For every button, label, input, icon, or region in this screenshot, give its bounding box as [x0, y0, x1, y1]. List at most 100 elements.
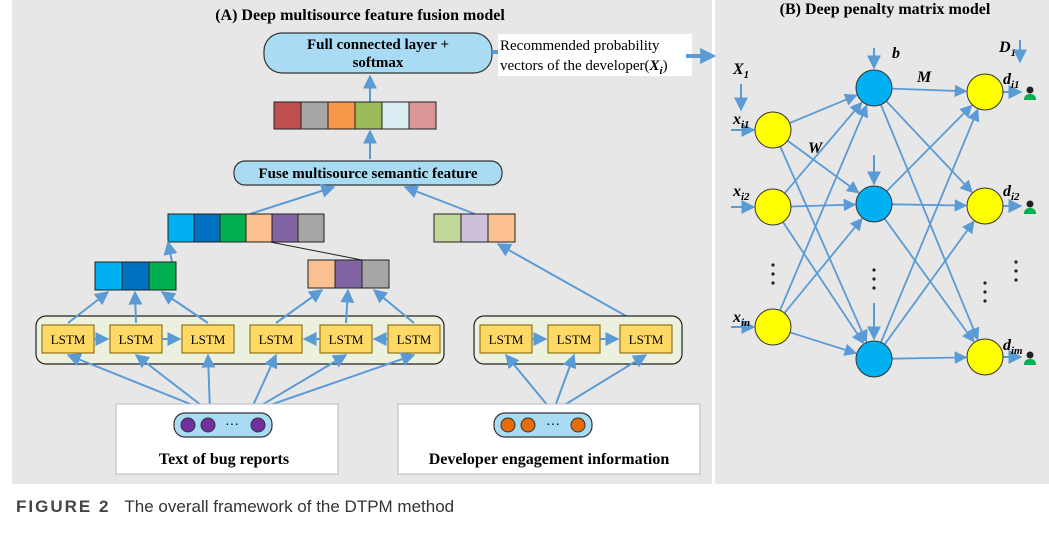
- w-edge: [786, 139, 860, 194]
- output-node: [966, 338, 1004, 376]
- text-backward-cell: [334, 259, 363, 289]
- input-to-lstm-arrow: [66, 353, 211, 413]
- vertical-ellipsis-dot: [771, 272, 775, 276]
- w-edge: [789, 93, 858, 124]
- text-concat-cell: [271, 213, 299, 243]
- lstm-label: LSTM: [397, 332, 432, 347]
- input-to-lstm-arrow: [201, 353, 216, 413]
- lstm-label: LSTM: [119, 332, 154, 347]
- input-label-i1-sub: i1: [741, 119, 750, 131]
- text-input-label: Text of bug reports: [159, 451, 289, 468]
- embedding-dot: [500, 417, 516, 433]
- w-edge: [789, 331, 858, 356]
- input-label-in-var: x: [732, 309, 741, 326]
- input-to-lstm-arrow: [505, 353, 554, 413]
- recommend-var: X: [649, 58, 661, 74]
- lstm-cell: [181, 324, 235, 354]
- w-edge: [783, 101, 863, 194]
- w-edge: [790, 198, 857, 212]
- panel-a-title: (A) Deep multisource feature fusion mode…: [215, 7, 505, 24]
- input-to-lstm-arrow: [552, 353, 577, 413]
- hidden-node: [855, 69, 893, 107]
- fc-layer-line-1: Full connected layer +: [307, 37, 449, 53]
- input-node: [754, 308, 792, 346]
- dev-vector-cell: [433, 213, 462, 243]
- m-edge: [886, 104, 973, 192]
- text-concat-cell: [297, 213, 325, 243]
- dev-feature-to-fuse-arrow: [403, 185, 476, 215]
- output-label-i1-sub: i1: [1011, 79, 1020, 91]
- lstm-label: LSTM: [329, 332, 364, 347]
- vertical-ellipsis-dot: [872, 286, 876, 290]
- output-label-i2: di2: [1003, 183, 1020, 203]
- recommend-line-2-text: vectors of the developer(: [500, 58, 650, 74]
- input-label-in-sub: in: [741, 317, 750, 329]
- recommend-line-1: Recommended probability: [500, 38, 660, 54]
- input-label-x1-var: X: [732, 61, 744, 78]
- text-backward-cell: [361, 259, 390, 289]
- lstm-to-hidden-arrow: [67, 291, 110, 324]
- framework-diagram: (A) Deep multisource feature fusion mode…: [12, 0, 1049, 484]
- recommend-line-2: vectors of the developer(Xi): [500, 58, 668, 77]
- dev-ellipsis: ···: [546, 418, 560, 433]
- developer-icon: [1024, 351, 1036, 365]
- input-label-x1-sub: 1: [744, 69, 750, 81]
- w-edge: [779, 146, 868, 343]
- vertical-ellipsis-dot: [983, 290, 987, 294]
- fused-vector-cell: [381, 101, 410, 130]
- input-to-lstm-arrow: [552, 354, 648, 413]
- fused-vector-cell: [408, 101, 437, 130]
- output-node: [966, 73, 1004, 111]
- output-label-i2-sub: i2: [1011, 191, 1020, 203]
- text-embedding-pill: [173, 412, 273, 438]
- m-edge: [885, 100, 973, 194]
- panel-b-title: (B) Deep penalty matrix model: [780, 1, 991, 18]
- m-edge: [883, 218, 975, 343]
- recommend-text-bg: [498, 34, 692, 76]
- m-edge: [880, 108, 980, 343]
- text-backward-vector: [307, 259, 390, 289]
- input-label-i1-var: x: [732, 111, 741, 128]
- caption-text: The overall framework of the DTPM method: [124, 497, 455, 516]
- fuse-semantic-layer: [233, 160, 503, 186]
- input-label-i2-var: x: [732, 183, 741, 200]
- bias-label: b: [892, 45, 900, 62]
- input-to-lstm-arrow: [249, 354, 348, 413]
- vertical-ellipsis-dot: [1014, 278, 1018, 282]
- output-label-im-var: d: [1003, 337, 1012, 354]
- merge-line-forward: [163, 240, 178, 263]
- panel-a-background: [12, 0, 712, 484]
- m-edge: [880, 104, 980, 341]
- text-concat-vector: [167, 213, 325, 243]
- lstm-label: LSTM: [557, 332, 592, 347]
- dev-embedding-pill: [493, 412, 593, 438]
- fused-vector-cell: [327, 101, 356, 130]
- hidden-node: [855, 340, 893, 378]
- input-node: [754, 111, 792, 149]
- input-label-x1: X1: [732, 61, 749, 81]
- lstm-label: LSTM: [489, 332, 524, 347]
- lstm-cell: [479, 324, 533, 354]
- lstm-cell: [619, 324, 673, 354]
- d1-label-var: D: [998, 39, 1011, 56]
- lstm-to-hidden-arrow: [340, 288, 355, 324]
- text-feature-to-fuse-arrow: [249, 184, 336, 215]
- fused-vector-cell: [273, 101, 302, 130]
- vertical-ellipsis-dot: [1014, 269, 1018, 273]
- lstm-cell: [41, 324, 95, 354]
- vertical-ellipsis-dot: [983, 299, 987, 303]
- embedding-dot: [520, 417, 536, 433]
- fused-vector: [273, 101, 437, 130]
- lstm-to-hidden-arrow: [275, 289, 324, 324]
- text-concat-cell: [245, 213, 273, 243]
- output-node: [966, 187, 1004, 225]
- developer-icon: [1024, 200, 1036, 214]
- merge-line-backward: [269, 241, 363, 261]
- d1-label-sub: 1: [1011, 47, 1017, 59]
- lstm-label: LSTM: [191, 332, 226, 347]
- embedding-dot: [250, 417, 266, 433]
- m-edge: [891, 199, 968, 212]
- embedding-dot: [570, 417, 586, 433]
- dev-lstm-to-vector-arrow: [496, 243, 643, 326]
